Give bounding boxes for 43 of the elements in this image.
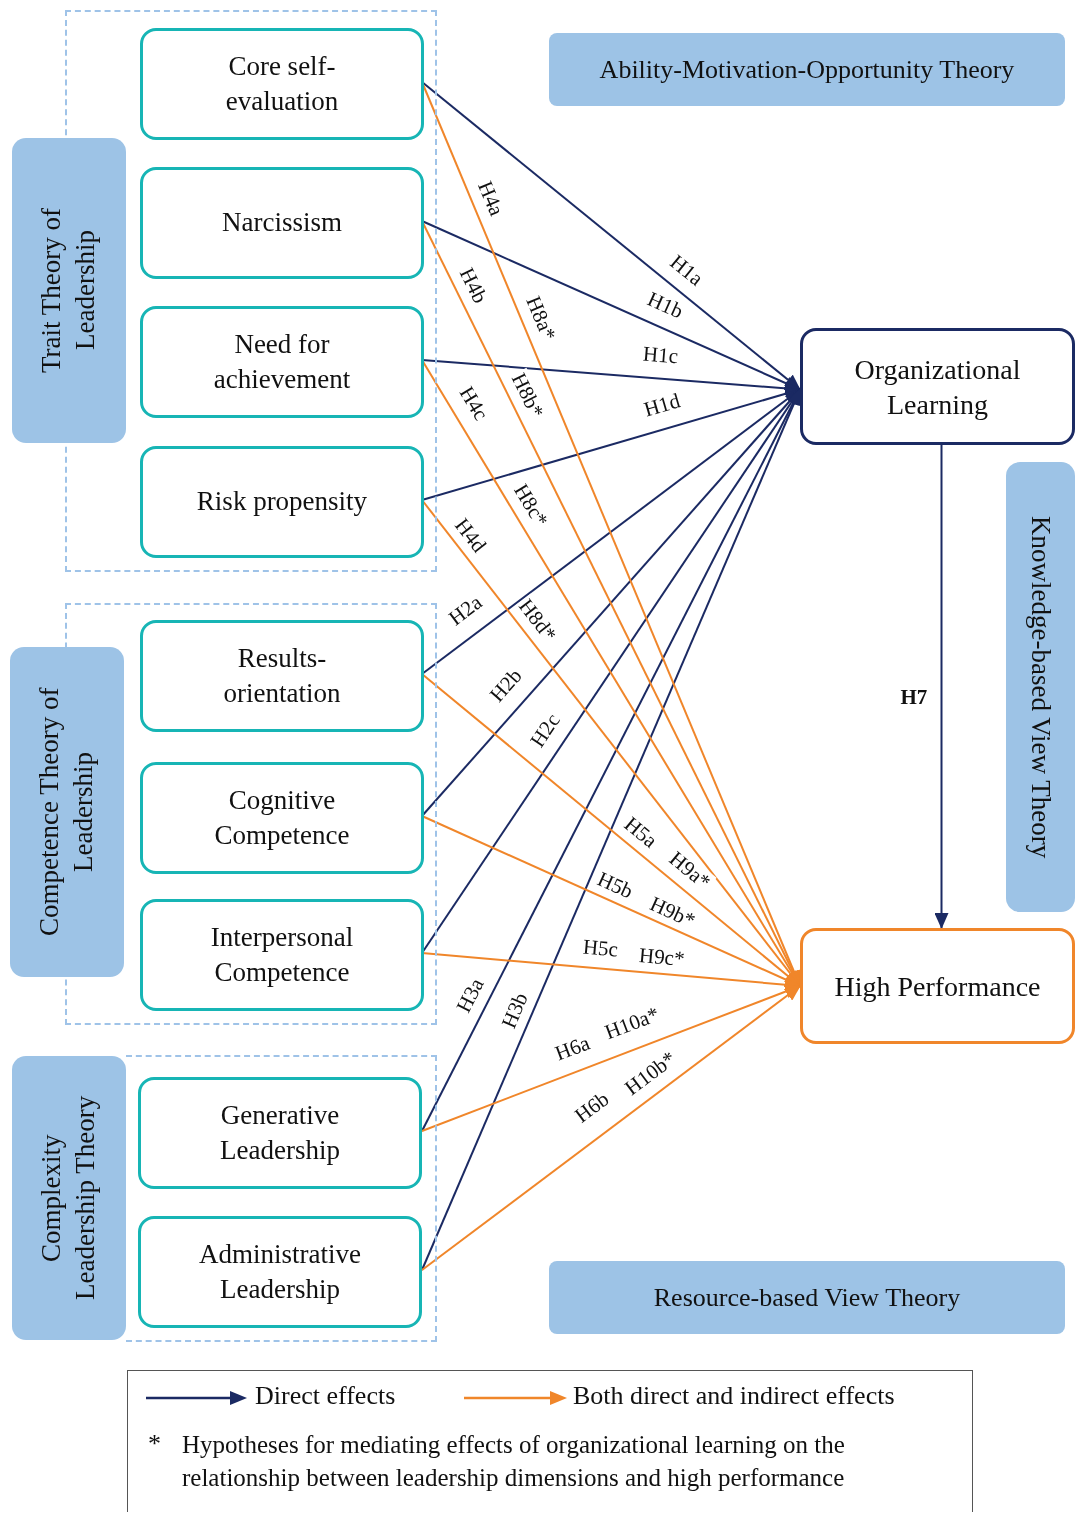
legend-label: Direct effects xyxy=(255,1381,396,1411)
theory-band xyxy=(12,1056,126,1340)
node-label: Risk propensity xyxy=(196,485,368,519)
factor-box xyxy=(140,167,424,279)
theory-banner xyxy=(549,33,1065,106)
factor-box xyxy=(140,306,424,418)
node-label: Narcissism xyxy=(222,206,342,240)
factor-box xyxy=(140,762,424,874)
theory-label: Competence Theory of Leadership xyxy=(33,686,99,939)
theory-band xyxy=(10,647,124,977)
node-label: Interpersonal Competence xyxy=(209,920,355,989)
arrow xyxy=(421,985,801,1271)
factor-box xyxy=(138,1216,422,1328)
outcome-box xyxy=(800,928,1075,1044)
node-label: Results-orientation xyxy=(222,641,342,710)
factor-box xyxy=(140,446,424,558)
footnote-mark: * xyxy=(148,1429,161,1459)
node-label: Need for achievement xyxy=(212,327,352,396)
group-frame xyxy=(65,603,437,1025)
outcome-box xyxy=(800,328,1075,445)
theory-label: Complexity Leadership Theory xyxy=(35,1094,101,1303)
theory-banner xyxy=(549,1261,1065,1334)
node-label: Cognitive Competence xyxy=(213,783,351,852)
legend-label: Both direct and indirect effects xyxy=(573,1381,895,1411)
node-label: Resource-based View Theory xyxy=(653,1282,961,1313)
arrow xyxy=(934,444,949,929)
node-label: Administrative Leadership xyxy=(198,1237,362,1306)
theory-band xyxy=(1006,462,1075,912)
node-label: Ability-Motivation-Opportunity Theory xyxy=(599,54,1015,85)
factor-box xyxy=(140,28,424,140)
theory-band xyxy=(12,138,126,443)
node-label: Organizational Learning xyxy=(853,352,1022,422)
node-label: Core self-evaluation xyxy=(224,49,340,118)
node-label: Generative Leadership xyxy=(219,1098,341,1167)
theory-label: Trait Theory of Leadership xyxy=(35,207,101,375)
factor-box xyxy=(140,620,424,732)
node-label: High Performance xyxy=(834,969,1041,1004)
factor-box xyxy=(138,1077,422,1189)
group-frame xyxy=(65,10,437,572)
theory-label: Knowledge-based View Theory xyxy=(1025,515,1058,859)
group-frame xyxy=(126,1055,437,1342)
factor-box xyxy=(140,899,424,1011)
footnote: Hypotheses for mediating effects of organizational learning on the relationship between leadership dimensions and high performance xyxy=(182,1430,846,1493)
